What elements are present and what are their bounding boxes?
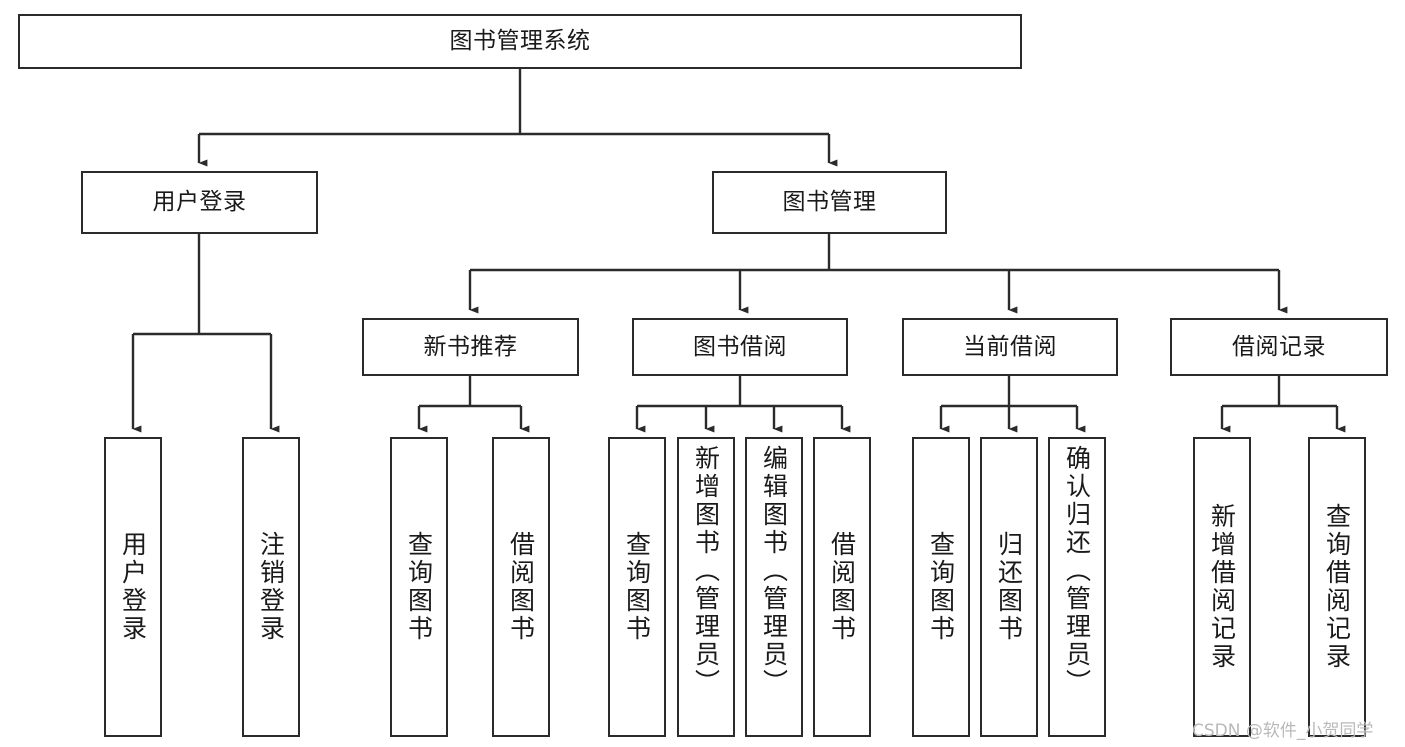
node-new-book-recommend[interactable]: 新书推荐 — [362, 318, 579, 376]
node-leaf-logout[interactable]: 注销登录 — [242, 437, 300, 737]
node-label: 确认归还（管理员） — [1062, 445, 1092, 697]
node-current-borrow[interactable]: 当前借阅 — [902, 318, 1118, 376]
node-label: 用户登录 — [118, 531, 148, 643]
node-leaf-query-record[interactable]: 查询借阅记录 — [1308, 437, 1366, 737]
node-label: 用户登录 — [152, 189, 247, 216]
node-book-borrow[interactable]: 图书借阅 — [632, 318, 848, 376]
node-book-management[interactable]: 图书管理 — [712, 171, 947, 234]
node-label: 新增借阅记录 — [1207, 503, 1237, 671]
node-label: 查询图书 — [926, 531, 956, 643]
node-label: 注销登录 — [256, 531, 286, 643]
node-leaf-edit-book[interactable]: 编辑图书（管理员） — [745, 437, 803, 737]
node-label: 编辑图书（管理员） — [759, 445, 789, 697]
csdn-watermark: CSDN @软件_小贺同学 — [1192, 721, 1374, 741]
node-label: 新书推荐 — [423, 333, 518, 360]
node-label: 查询借阅记录 — [1322, 503, 1352, 671]
node-leaf-add-record[interactable]: 新增借阅记录 — [1193, 437, 1251, 737]
node-label: 当前借阅 — [963, 333, 1057, 360]
node-borrow-record[interactable]: 借阅记录 — [1170, 318, 1388, 376]
node-leaf-query-book-2[interactable]: 查询图书 — [608, 437, 666, 737]
node-label: 新增图书（管理员） — [691, 445, 721, 697]
node-label: 借阅图书 — [506, 531, 536, 643]
node-label: 查询图书 — [622, 531, 652, 643]
node-leaf-return-book[interactable]: 归还图书 — [980, 437, 1038, 737]
node-label: 图书管理 — [782, 189, 877, 216]
node-leaf-borrow-book-1[interactable]: 借阅图书 — [492, 437, 550, 737]
node-leaf-add-book[interactable]: 新增图书（管理员） — [677, 437, 735, 737]
node-label: 借阅图书 — [827, 531, 857, 643]
node-book-management-system[interactable]: 图书管理系统 — [18, 14, 1022, 69]
node-leaf-confirm-return[interactable]: 确认归还（管理员） — [1048, 437, 1106, 737]
node-leaf-query-book-3[interactable]: 查询图书 — [912, 437, 970, 737]
node-label: 查询图书 — [404, 531, 434, 643]
node-label: 图书借阅 — [693, 333, 787, 360]
node-leaf-query-book-1[interactable]: 查询图书 — [390, 437, 448, 737]
node-user-login[interactable]: 用户登录 — [81, 171, 318, 234]
node-label: 归还图书 — [994, 531, 1024, 643]
node-label: 图书管理系统 — [449, 28, 591, 55]
node-label: 借阅记录 — [1232, 333, 1326, 360]
node-leaf-borrow-book-2[interactable]: 借阅图书 — [813, 437, 871, 737]
node-leaf-user-login[interactable]: 用户登录 — [104, 437, 162, 737]
